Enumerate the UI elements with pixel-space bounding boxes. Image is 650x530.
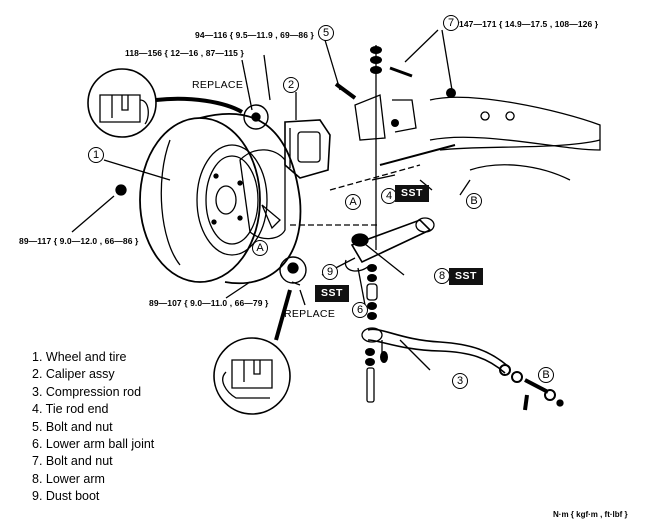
legend-item: 8. Lower arm xyxy=(32,471,105,486)
parts-legend: 1. Wheel and tire 2. Caliper assy 3. Com… xyxy=(32,349,154,506)
wheel-and-tire-drawing xyxy=(139,112,302,285)
sst-label-ball-joint: SST xyxy=(315,285,349,302)
reference-mark-b-frame: B xyxy=(466,193,482,209)
callout-3: 3 xyxy=(452,373,468,389)
torque-spec-knuckle-nut: 118—156 { 12—16 , 87—115 } xyxy=(125,48,244,58)
legend-item: 2. Caliper assy xyxy=(32,367,115,382)
callout-2: 2 xyxy=(283,77,299,93)
legend-item: 6. Lower arm ball joint xyxy=(32,437,155,452)
legend-item: 5. Bolt and nut xyxy=(32,419,113,434)
legend-item: 3. Compression rod xyxy=(32,384,142,399)
legend-item: 1. Wheel and tire xyxy=(32,350,127,364)
callout-7: 7 xyxy=(443,15,459,31)
torque-spec-wheel-nut: 89—117 { 9.0—12.0 , 66—86 } xyxy=(19,236,139,246)
sst-label-lower-arm: SST xyxy=(449,268,483,285)
compression-rod-drawing xyxy=(361,327,564,411)
frame-drawing xyxy=(354,94,601,181)
legend-item: 9. Dust boot xyxy=(32,489,100,504)
replace-label-knuckle: REPLACE xyxy=(192,79,244,91)
callout-5: 5 xyxy=(318,25,334,41)
torque-spec-ball-joint-nut: 89—107 { 9.0—11.0 , 66—79 } xyxy=(149,298,269,308)
callout-9: 9 xyxy=(322,264,338,280)
callout-8: 8 xyxy=(434,268,450,284)
sst-label-tie-rod: SST xyxy=(395,185,429,202)
replace-label-ball-joint: REPLACE xyxy=(284,308,336,320)
reference-mark-a-knuckle: A xyxy=(252,240,268,256)
torque-units-note: N·m { kgf·m , ft·lbf } xyxy=(553,510,628,519)
legend-item: 7. Bolt and nut xyxy=(32,454,113,469)
torque-spec-caliper-upper: 94—116 { 9.5—11.9 , 69—86 } xyxy=(195,30,314,40)
legend-item: 4. Tie rod end xyxy=(32,402,109,417)
reference-mark-b-rod: B xyxy=(538,367,554,383)
torque-spec-lower-arm-bolt: 147—171 { 14.9—17.5 , 108—126 } xyxy=(459,19,599,29)
caliper-drawing xyxy=(284,119,331,179)
reference-mark-a-arm: A xyxy=(345,194,361,210)
callout-6: 6 xyxy=(352,302,368,318)
callout-1: 1 xyxy=(88,147,104,163)
knuckle-drawing xyxy=(239,149,286,240)
